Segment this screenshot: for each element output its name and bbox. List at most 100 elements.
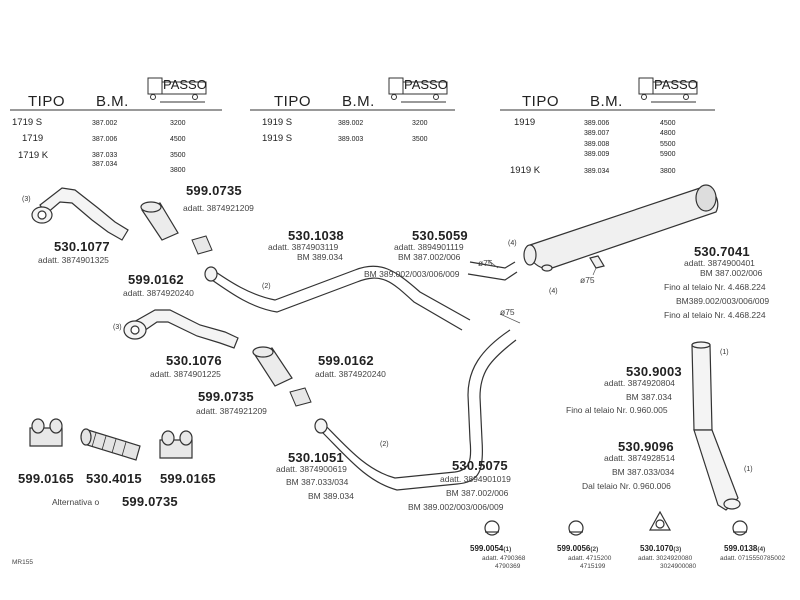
table2-header-tipo: TIPO (274, 93, 312, 110)
code-530-1070[interactable]: 530.1070(3) (640, 544, 682, 553)
telaio-530-7041-a: Fino al telaio Nr. 4.468.224 (664, 282, 766, 292)
table1-row1-tipo: 1719 (22, 133, 44, 144)
table3-row3-passo: 5900 (660, 151, 676, 158)
table3-header-tipo: TIPO (522, 93, 560, 110)
code-530-1038[interactable]: 530.1038 (288, 228, 344, 243)
ref-530-1038: (2) (262, 283, 271, 290)
bm-530-7041-a: BM 387.002/006 (700, 268, 763, 278)
dia-530-7041: ø75 (580, 275, 595, 285)
table2-row0-bm: 389.002 (338, 120, 364, 127)
adatt-599-0735-b: adatt. 3874921209 (196, 406, 267, 416)
table3-row1-bm: 389.007 (584, 130, 610, 137)
code-599-0735-alt[interactable]: 599.0735 (122, 494, 178, 509)
ref-530-1076: (3) (113, 324, 122, 331)
adatt-530-5075: adatt. 3894901019 (440, 474, 511, 484)
bm-530-1051-b: BM 389.034 (308, 491, 354, 501)
bm-530-1038: BM 389.034 (297, 252, 343, 262)
code-530-5075[interactable]: 530.5075 (452, 458, 508, 473)
adatt-530-9003: adatt. 3874920804 (604, 378, 675, 388)
table1-row2-tipo: 1719 K (18, 150, 49, 161)
alternativa-label: Alternativa o (52, 497, 100, 507)
pipe-530-1051-shape (314, 329, 517, 491)
table3-row2-bm: 389.008 (584, 141, 610, 148)
clamp-599-0165-b-shape (159, 430, 193, 459)
leader-lines (487, 259, 597, 324)
bm-530-9003: BM 387.034 (626, 392, 672, 402)
table3-row0-passo: 4500 (660, 120, 676, 127)
telaio-530-7041-b: Fino al telaio Nr. 4.468.224 (664, 310, 766, 320)
adatt-599-0735-a: adatt. 3874921209 (183, 203, 254, 213)
table1-row0-tipo: 1719 S (12, 117, 43, 128)
flex-hose-530-4015-shape (80, 428, 141, 461)
code-599-0165-b[interactable]: 599.0165 (160, 471, 216, 486)
bm-530-7041-b: BM389.002/003/006/009 (676, 296, 770, 306)
adatt-599-0138: adatt. 0715550785002 (720, 555, 786, 562)
bm-530-5059-a: BM 387.002/006 (398, 252, 461, 262)
table2-row1-bm: 389.003 (338, 136, 364, 143)
adatt-599-0056: adatt. 4715200 (568, 555, 612, 562)
tailpipe-530-9096-shape (693, 429, 741, 511)
clamp-599-0056-shape (568, 520, 584, 536)
table1-header-passo: PASSO (163, 77, 207, 92)
table2-header-passo: PASSO (404, 77, 448, 92)
code-599-0735-b[interactable]: 599.0735 (198, 389, 254, 404)
bm-530-9096: BM 387.033/034 (612, 467, 675, 477)
adatt-530-1070-b: 3024900080 (660, 563, 697, 570)
table1-row2-bm: 387.033 (92, 152, 118, 159)
telaio-530-9003: Fino al telaio Nr. 0.960.005 (566, 405, 668, 415)
dia-530-5075: ø75 (500, 307, 515, 317)
adatt-530-1070: adatt. 3024920080 (638, 555, 693, 562)
table1-header-bm: B.M. (96, 93, 129, 110)
table1-row1-passo: 4500 (170, 136, 186, 143)
adatt-530-1051: adatt. 3874900619 (276, 464, 347, 474)
pipe-530-5059-shape (467, 261, 518, 281)
code-530-9096[interactable]: 530.9096 (618, 439, 674, 454)
code-530-1076[interactable]: 530.1076 (166, 353, 222, 368)
flange-530-1070-shape (648, 510, 672, 531)
pipe-530-1077-shape (31, 187, 129, 241)
truck-icon-2 (388, 77, 448, 103)
adatt-599-0056-b: 4715199 (580, 563, 606, 570)
code-530-4015[interactable]: 530.4015 (86, 471, 142, 486)
adatt-530-7041: adatt. 3874900401 (684, 258, 755, 268)
code-530-1051[interactable]: 530.1051 (288, 450, 344, 465)
table3-row3-bm: 389.009 (584, 151, 610, 158)
code-530-7041[interactable]: 530.7041 (694, 244, 750, 259)
table1-row2-passo: 3500 (170, 152, 186, 159)
code-599-0138[interactable]: 599.0138(4) (724, 544, 766, 553)
truck-icon-3 (638, 77, 698, 103)
adatt-530-5059: adatt. 3894901119 (394, 242, 464, 252)
code-530-1077[interactable]: 530.1077 (54, 239, 110, 254)
adatt-599-0054: adatt. 4790368 (482, 555, 526, 562)
code-599-0165-a[interactable]: 599.0165 (18, 471, 74, 486)
table3-header-bm: B.M. (590, 93, 623, 110)
clamp-599-0165-a-shape (29, 418, 63, 447)
ref-530-5075: (2) (380, 441, 389, 448)
code-530-5059[interactable]: 530.5059 (412, 228, 468, 243)
clamp-599-0138-shape (732, 520, 748, 536)
adatt-599-0162-b: adatt. 3874920240 (315, 369, 386, 379)
bm-530-5075-b: BM 389.002/003/006/009 (408, 502, 504, 512)
table2-row0-tipo: 1919 S (262, 117, 293, 128)
table1-row1-bm: 387.006 (92, 136, 118, 143)
code-599-0162-a[interactable]: 599.0162 (128, 272, 184, 287)
code-530-9003[interactable]: 530.9003 (626, 364, 682, 379)
table3-row4-bm: 389.034 (584, 168, 610, 175)
table2-row1-tipo: 1919 S (262, 133, 293, 144)
pipe-530-1076-shape (123, 309, 239, 349)
code-599-0162-b[interactable]: 599.0162 (318, 353, 374, 368)
truck-icon-1 (147, 77, 207, 103)
clamp-599-0054-shape (484, 520, 500, 536)
adatt-530-1077: adatt. 3874901325 (38, 255, 109, 265)
telaio-530-9096: Dal telaio Nr. 0.960.006 (582, 481, 671, 491)
code-599-0054[interactable]: 599.0054(1) (470, 544, 512, 553)
table3-row0-tipo: 1919 (514, 117, 536, 128)
tailpipe-530-9003-shape (691, 341, 713, 431)
code-599-0056[interactable]: 599.0056(2) (557, 544, 599, 553)
ref-530-7041-b: (4) (549, 288, 558, 295)
code-599-0735-a[interactable]: 599.0735 (186, 183, 242, 198)
sleeve-599-0162-b-shape (252, 346, 293, 387)
clamp-small-b-shape (289, 387, 312, 407)
pipe-530-1038-shape (204, 265, 471, 331)
ref-530-9003: (1) (720, 349, 729, 356)
